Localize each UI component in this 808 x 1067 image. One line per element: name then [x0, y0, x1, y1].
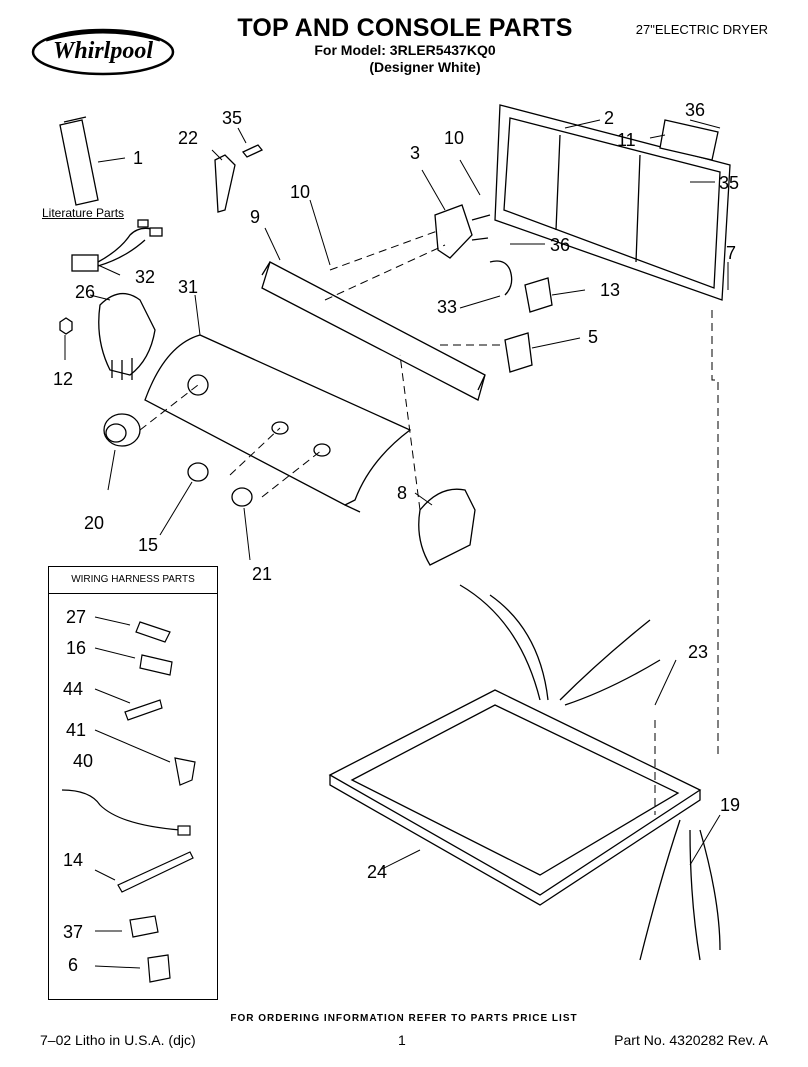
callout-32: 32: [135, 267, 156, 287]
harness-33-drawing: [489, 260, 513, 296]
callout-31: 31: [178, 277, 199, 297]
whirlpool-logo: Whirlpool: [31, 28, 175, 76]
switch-5-drawing: [504, 332, 533, 373]
model-color: (Designer White): [369, 59, 481, 75]
bracket-22-drawing: [214, 154, 236, 213]
timer-3-drawing: [434, 204, 491, 259]
callout-9: 9: [250, 207, 261, 227]
callout-5: 5: [588, 327, 599, 347]
callout-15: 15: [138, 535, 159, 555]
callout-20: 20: [84, 513, 105, 533]
page-title: TOP AND CONSOLE PARTS: [237, 14, 573, 42]
callout-8: 8: [397, 483, 408, 503]
callout-2: 2: [604, 108, 615, 128]
callout-23: 23: [688, 642, 709, 662]
callout-37: 37: [63, 922, 84, 942]
part-number: Part No. 4320282 Rev. A: [614, 1032, 768, 1048]
ordering-info-note: FOR ORDERING INFORMATION REFER TO PARTS …: [230, 1013, 578, 1024]
callout-22: 22: [178, 128, 199, 148]
knob-21-drawing: [231, 487, 253, 507]
harness-19-drawing: [459, 584, 721, 961]
callout-10: 10: [444, 128, 465, 148]
callout-14: 14: [63, 850, 84, 870]
screw-12-drawing: [59, 317, 73, 335]
litho-info: 7–02 Litho in U.S.A. (djc): [40, 1032, 196, 1048]
callout-10b: 10: [290, 182, 311, 202]
end-cap-8-drawing: [418, 488, 476, 566]
top-24-drawing: [328, 689, 702, 906]
callout-35: 35: [222, 108, 243, 128]
rear-panel-2-drawing: [494, 104, 731, 301]
literature-booklet: [59, 116, 99, 206]
callout-3: 3: [410, 143, 421, 163]
wiring-harness-parts-box: [48, 566, 218, 1000]
control-bracket-9-drawing: [261, 261, 486, 401]
console-31-drawing: [144, 334, 412, 513]
switch-13-drawing: [524, 277, 553, 313]
guide-lines: [139, 229, 719, 815]
page-number: 1: [398, 1032, 406, 1048]
callout-24: 24: [367, 862, 388, 882]
callout-13: 13: [600, 280, 621, 300]
callout-27: 27: [66, 607, 87, 627]
callout-16: 16: [66, 638, 87, 658]
callout-41: 41: [66, 720, 87, 740]
model-number: For Model: 3RLER5437KQ0: [314, 42, 496, 58]
callout-35b: 35: [719, 173, 740, 193]
callout-11: 11: [617, 130, 636, 150]
callout-44: 44: [63, 679, 84, 699]
callout-6: 6: [68, 955, 79, 975]
svg-text:Whirlpool: Whirlpool: [53, 38, 153, 64]
callout-40: 40: [73, 751, 94, 771]
callout-36b: 36: [550, 235, 571, 255]
harness-32-drawing: [71, 219, 163, 272]
callout-21: 21: [252, 564, 273, 584]
product-type: 27"ELECTRIC DRYER: [635, 22, 768, 37]
callout-33: 33: [437, 297, 458, 317]
bracket-11-drawing: [659, 119, 719, 161]
literature-parts-label: Literature Parts: [42, 206, 125, 220]
wiring-harness-parts-title: WIRING HARNESS PARTS: [49, 567, 217, 594]
callout-12: 12: [53, 369, 74, 389]
callout-1: 1: [133, 148, 144, 168]
callout-36: 36: [685, 100, 706, 120]
leader-lines: [64, 119, 729, 871]
screw-35-drawing: [241, 144, 264, 158]
callout-26: 26: [75, 282, 96, 302]
end-cap-26-drawing: [98, 293, 156, 380]
knob-15-drawing: [187, 462, 209, 482]
callout-7: 7: [726, 243, 737, 263]
callout-19: 19: [720, 795, 741, 815]
